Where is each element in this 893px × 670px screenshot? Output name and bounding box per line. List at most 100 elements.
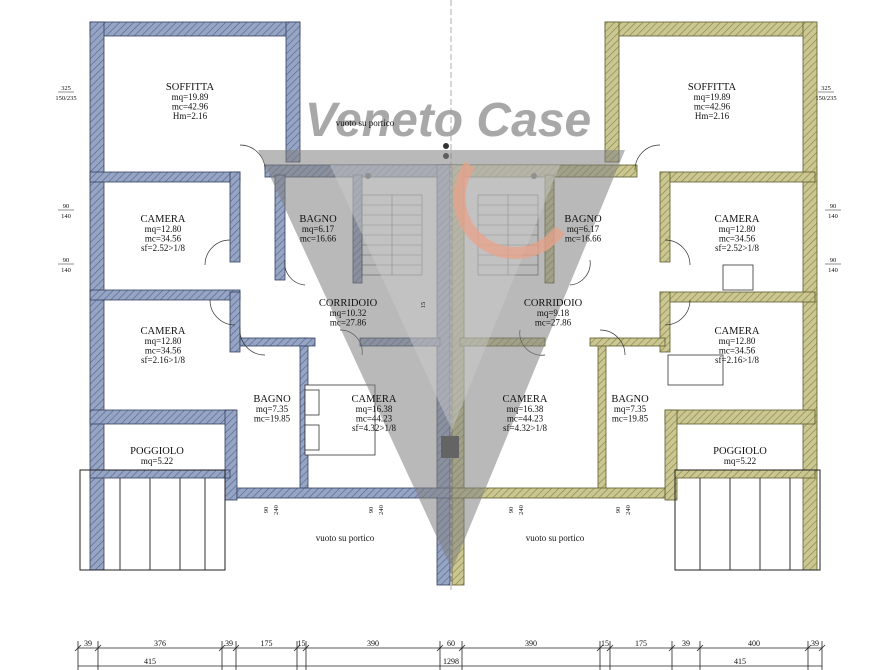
room-name: BAGNO xyxy=(253,394,291,405)
room-value: mc=16.66 xyxy=(565,234,602,244)
room-name: BAGNO xyxy=(299,214,337,225)
room-value: Hm=2.16 xyxy=(173,111,208,121)
right-porch-frame xyxy=(674,469,821,571)
dim-segment: 39 xyxy=(682,639,690,648)
room-value: vuoto su portico xyxy=(316,533,375,543)
svg-text:90: 90 xyxy=(615,507,622,514)
svg-text:240: 240 xyxy=(518,505,525,515)
room-value: mq=16.38 xyxy=(507,404,544,414)
dim-partial: 1298 xyxy=(443,657,459,666)
dim-partial: 415 xyxy=(734,657,746,666)
room-value: mq=12.80 xyxy=(145,336,182,346)
dim-slash xyxy=(218,644,226,652)
room-value: mq=7.35 xyxy=(614,404,647,414)
room-value: vuoto su portico xyxy=(336,118,395,128)
dim-slash xyxy=(436,644,444,652)
room-value: mq=19.89 xyxy=(694,92,731,102)
dim-slash xyxy=(232,644,240,652)
dim-segment: 15 xyxy=(601,639,609,648)
room-name: POGGIOLO xyxy=(713,446,767,457)
room-value: mq=12.80 xyxy=(719,224,756,234)
window-tag-top: 90 xyxy=(830,257,837,264)
room-value: mq=12.80 xyxy=(719,336,756,346)
room-value: mc=34.56 xyxy=(145,234,182,244)
room-value: sf=2.16>1/8 xyxy=(715,355,759,365)
room-name: CAMERA xyxy=(715,326,760,337)
room-name: CAMERA xyxy=(141,214,186,225)
svg-text:90: 90 xyxy=(368,507,375,514)
room-name: CAMERA xyxy=(503,394,548,405)
room-value: mc=44.23 xyxy=(507,414,544,424)
watermark: Veneto Case xyxy=(258,94,625,570)
room-value: mq=5.22 xyxy=(724,456,756,466)
room-value: sf=4.32>1/8 xyxy=(503,423,547,433)
window-tag-top: 325 xyxy=(61,85,71,92)
room-value: mq=12.80 xyxy=(145,224,182,234)
room-value: mc=19.85 xyxy=(612,414,649,424)
svg-text:90: 90 xyxy=(263,507,270,514)
window-tag-bottom: 150/235 xyxy=(815,95,836,102)
room-value: mq=6.17 xyxy=(567,224,600,234)
window-tag-top: 90 xyxy=(63,203,70,210)
dim-segment: 175 xyxy=(635,639,647,648)
room-value: sf=2.52>1/8 xyxy=(715,243,759,253)
room-value: mc=19.85 xyxy=(254,414,291,424)
room-value: mc=34.56 xyxy=(719,346,756,356)
room-value: Hm=2.16 xyxy=(695,111,730,121)
dim-segment: 60 xyxy=(447,639,455,648)
dim-segment: 390 xyxy=(367,639,379,648)
dim-slash xyxy=(74,644,82,652)
dim-partial: 415 xyxy=(144,657,156,666)
room-value: sf=4.32>1/8 xyxy=(352,423,396,433)
room-value: mc=16.66 xyxy=(300,234,337,244)
dim-slash xyxy=(302,644,310,652)
dim-slash xyxy=(94,644,102,652)
room-value: mc=34.56 xyxy=(719,234,756,244)
room-name: POGGIOLO xyxy=(130,446,184,457)
window-tag-top: 90 xyxy=(830,203,837,210)
window-tag-top: 325 xyxy=(821,85,831,92)
dim-slash xyxy=(696,644,704,652)
room-value: mq=5.22 xyxy=(141,456,173,466)
room-value: mc=44.23 xyxy=(356,414,393,424)
svg-text:240: 240 xyxy=(273,505,280,515)
window-tag-bottom: 150/235 xyxy=(55,95,76,102)
dim-segment: 175 xyxy=(261,639,273,648)
window-tag-bottom: 140 xyxy=(828,267,838,274)
room-name: SOFFITTA xyxy=(688,82,737,93)
room-value: vuoto su portico xyxy=(526,533,585,543)
dim-segment: 400 xyxy=(748,639,760,648)
room-value: mq=6.17 xyxy=(302,224,335,234)
stair-dimension: 15 xyxy=(420,302,427,309)
room-name: BAGNO xyxy=(611,394,649,405)
room-value: sf=2.16>1/8 xyxy=(141,355,185,365)
room-name: BAGNO xyxy=(564,214,602,225)
dim-segment: 376 xyxy=(154,639,166,648)
room-name: CAMERA xyxy=(352,394,397,405)
svg-text:240: 240 xyxy=(378,505,385,515)
dim-segment: 39 xyxy=(84,639,92,648)
window-tag-bottom: 140 xyxy=(828,213,838,220)
room-name: CORRIDOIO xyxy=(319,298,378,309)
dim-slash xyxy=(818,644,826,652)
bed-furniture xyxy=(304,264,754,456)
porch-railings xyxy=(119,478,791,570)
room-value: mc=34.56 xyxy=(145,346,182,356)
room-value: mq=7.35 xyxy=(256,404,289,414)
room-name: CAMERA xyxy=(715,214,760,225)
window-tag-top: 90 xyxy=(63,257,70,264)
dim-segment: 39 xyxy=(225,639,233,648)
dim-slash xyxy=(293,644,301,652)
room-value: mc=42.96 xyxy=(172,102,209,112)
room-value: mq=19.89 xyxy=(172,92,209,102)
watermark-brand: Veneto Case xyxy=(305,94,591,147)
dim-segment: 39 xyxy=(811,639,819,648)
room-value: sf=2.52>1/8 xyxy=(141,243,185,253)
svg-text:240: 240 xyxy=(625,505,632,515)
dim-slash xyxy=(668,644,676,652)
window-tag-bottom: 140 xyxy=(61,267,71,274)
